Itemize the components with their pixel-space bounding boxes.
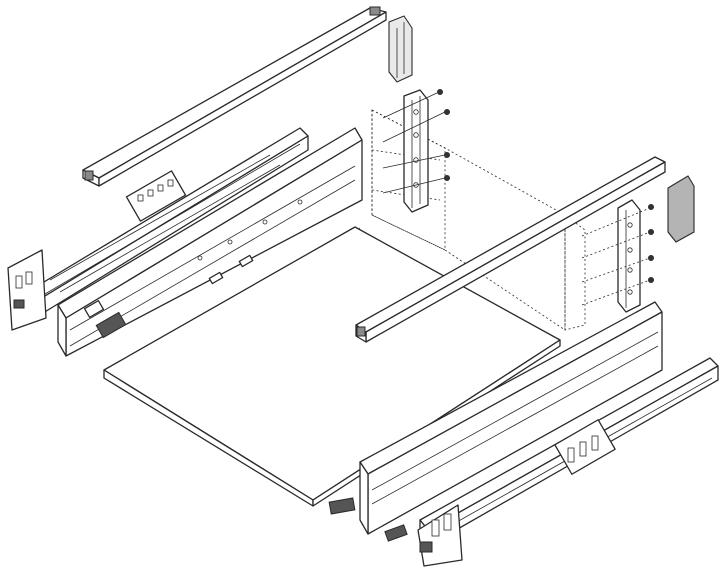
right-drawer-side bbox=[328, 301, 663, 535]
runner-slot-row bbox=[567, 435, 599, 463]
right-runner bbox=[384, 357, 719, 567]
front-gallery-rail bbox=[355, 156, 666, 343]
rear-connector-plate bbox=[403, 89, 429, 213]
back-bracket-right bbox=[667, 175, 695, 243]
rail-end-cap bbox=[84, 170, 94, 181]
screws-right-group bbox=[581, 203, 655, 306]
screw-icon bbox=[648, 228, 655, 235]
rail-end-cap bbox=[369, 6, 381, 16]
screws-left-group bbox=[382, 89, 450, 194]
left-drawer-side bbox=[57, 127, 363, 357]
back-bracket-upper bbox=[388, 15, 413, 83]
runner-slot-row bbox=[137, 179, 174, 202]
screw-icon bbox=[648, 254, 655, 261]
screw-icon bbox=[443, 151, 450, 158]
screw-icon bbox=[436, 89, 443, 96]
screw-icon bbox=[648, 276, 655, 283]
front-fixing-clip bbox=[328, 497, 356, 515]
left-runner bbox=[7, 127, 309, 331]
screw-icon bbox=[648, 203, 655, 210]
right-connector-plate bbox=[617, 199, 641, 313]
rear-gallery-rail bbox=[82, 6, 387, 187]
screw-icon bbox=[443, 109, 450, 116]
screw-icon bbox=[443, 174, 450, 181]
rail-end-cap bbox=[356, 326, 366, 337]
front-fixing-clip bbox=[95, 311, 127, 339]
